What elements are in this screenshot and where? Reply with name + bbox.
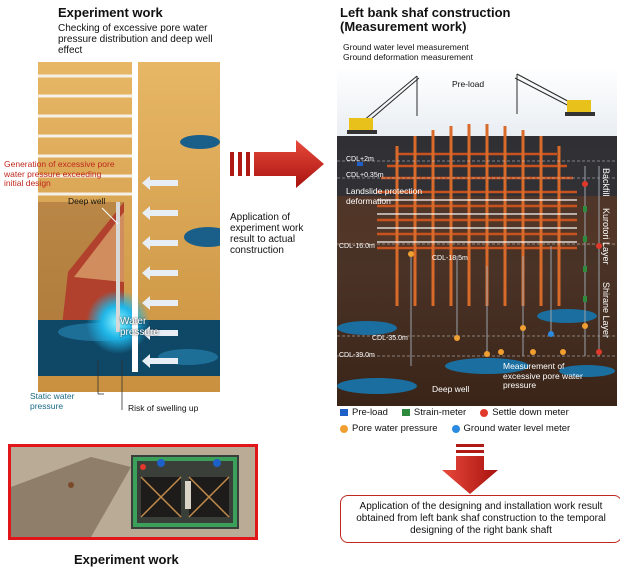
kurotori-label: Kurotori Layer bbox=[601, 208, 611, 265]
legend-swatch bbox=[480, 408, 489, 417]
preload-label: Pre-load bbox=[452, 79, 485, 89]
right-arrow-icon bbox=[230, 140, 324, 188]
legend-item: Settle down meter bbox=[480, 407, 569, 418]
water-lens bbox=[184, 227, 220, 247]
shaft-diagram bbox=[337, 66, 617, 406]
experiment-diagram bbox=[38, 62, 220, 392]
water-lens bbox=[180, 135, 220, 149]
legend-item: Ground water level meter bbox=[451, 423, 570, 434]
ground-water-level-label: Ground water level measurement bbox=[343, 42, 469, 52]
sensor-markers bbox=[357, 162, 602, 357]
level-cdl-035: CDL+0.35m bbox=[346, 172, 384, 179]
aquifer-lens bbox=[337, 378, 417, 394]
photo-caption: Experiment work bbox=[74, 552, 179, 567]
right-title: Left bank shaf construction (Measurement… bbox=[340, 5, 511, 34]
aquifer-lens bbox=[445, 358, 529, 374]
left-title: Experiment work bbox=[58, 5, 163, 20]
measurement-label: Measurement of excessive pore water pres… bbox=[503, 361, 583, 390]
experiment-photo bbox=[11, 447, 255, 537]
legend-item: Pre-load bbox=[340, 407, 388, 418]
legend-swatch bbox=[451, 424, 460, 433]
legend-item: Pore water pressure bbox=[340, 423, 438, 434]
application-text: Application of experiment work result to… bbox=[230, 212, 304, 256]
aquifer-lens bbox=[337, 321, 397, 335]
aquifer-lens bbox=[559, 365, 615, 377]
down-arrow-icon bbox=[442, 444, 498, 494]
application-callout: Application of the designing and install… bbox=[340, 495, 620, 543]
legend-swatch bbox=[401, 409, 410, 416]
deep-well-label: Deep well bbox=[68, 196, 106, 206]
ground-deformation-label: Ground deformation measurement bbox=[343, 52, 473, 62]
shirane-label: Shirane Layer bbox=[601, 282, 611, 339]
deep-well-right-label: Deep well bbox=[432, 384, 470, 394]
legend-swatch bbox=[340, 424, 348, 433]
level-cdl-m39: CDL-39.0m bbox=[339, 352, 375, 359]
aquifer-lens bbox=[537, 309, 597, 323]
risk-swelling-label: Risk of swelling up bbox=[128, 403, 199, 413]
generation-label: Generation of excessive pore water press… bbox=[4, 159, 115, 188]
legend: Pre-load Strain-meter Settle down meter … bbox=[340, 407, 620, 434]
legend-swatch bbox=[340, 409, 348, 416]
static-water-label: Static water pressure bbox=[30, 391, 75, 411]
landslide-label: Landslide protection deformation bbox=[346, 186, 423, 206]
backfill-label: Backfill bbox=[601, 168, 611, 197]
water-pressure-label: Water pressure bbox=[120, 316, 159, 338]
level-cdl-m16: CDL-16.0m bbox=[339, 243, 375, 250]
level-cdl-m185: CDL-18.5m bbox=[432, 255, 468, 262]
left-subtitle: Checking of excessive pore water pressur… bbox=[58, 23, 213, 56]
level-cdl-p2: CDL+2m bbox=[346, 156, 374, 163]
deep-well-pipe bbox=[116, 202, 120, 332]
level-cdl-m35: CDL-35.0m bbox=[372, 335, 408, 342]
retaining-wall bbox=[132, 62, 138, 372]
label-leaders bbox=[97, 360, 123, 410]
experiment-photo-frame bbox=[8, 444, 258, 540]
legend-item: Strain-meter bbox=[401, 407, 466, 418]
